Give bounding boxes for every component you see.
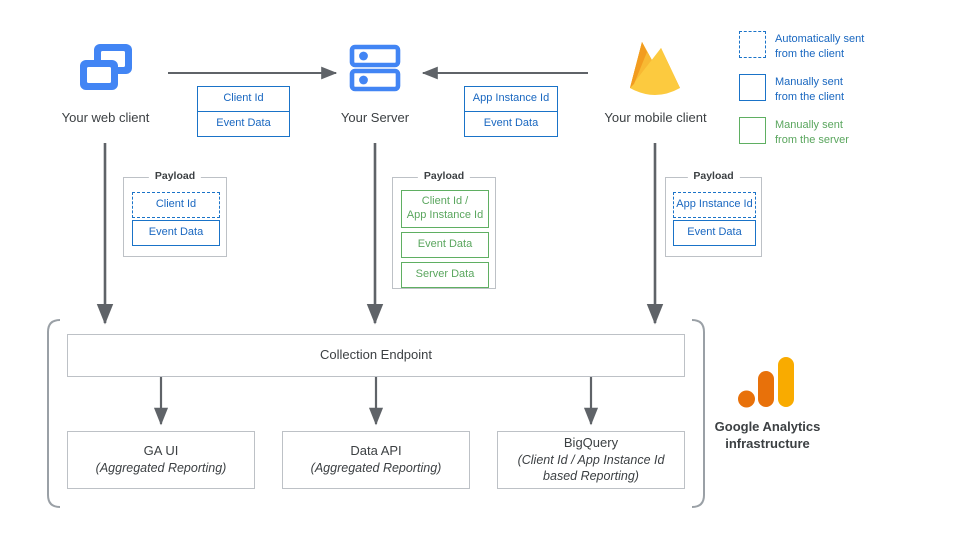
transport-item: Event Data	[464, 110, 558, 137]
legend-swatch-automatic-client	[739, 31, 766, 58]
legend-label-line: from the client	[775, 47, 845, 60]
legend-item: Manually sent from the client	[739, 74, 944, 104]
web-client-label: Your web client	[61, 110, 150, 125]
legend: Automatically sent from the client Manua…	[739, 31, 944, 147]
collection-endpoint-label: Collection Endpoint	[319, 347, 433, 363]
infrastructure-bracket-left	[47, 319, 61, 508]
legend-item: Manually sent from the server	[739, 117, 944, 147]
legend-item: Automatically sent from the client	[739, 31, 944, 61]
output-subtitle: (Aggregated Reporting)	[310, 461, 442, 476]
server-label: Your Server	[340, 110, 410, 125]
output-title: Data API	[350, 443, 402, 459]
payload-title: Payload	[417, 170, 471, 182]
transport-item: Event Data	[197, 110, 290, 137]
legend-swatch-manual-server	[739, 117, 766, 145]
payload-item: Event Data	[401, 232, 489, 258]
output-box-bigquery: BigQuery (Client Id / App Instance Id ba…	[497, 431, 685, 489]
legend-swatch-manual-client	[739, 74, 766, 102]
google-analytics-label: Google Analytics infrastructure	[700, 419, 835, 453]
payload-item: App Instance Id	[673, 192, 756, 218]
payload-title: Payload	[148, 170, 202, 182]
server-icon	[349, 44, 401, 92]
legend-label-line: from the client	[775, 90, 845, 103]
transport-mobile-to-server: App Instance Id Event Data	[464, 86, 558, 137]
windows-icon	[80, 44, 132, 90]
payload-item: Event Data	[132, 220, 220, 246]
legend-label: Manually sent from the server	[775, 117, 849, 147]
firebase-icon	[630, 42, 680, 95]
legend-label-line: Manually sent	[775, 119, 843, 132]
transport-item: Client Id	[197, 86, 290, 112]
output-box-ga-ui: GA UI (Aggregated Reporting)	[67, 431, 255, 489]
payload-item-line: Client Id /	[421, 195, 469, 208]
output-subtitle-line: (Client Id / App Instance Id	[517, 453, 665, 468]
google-analytics-icon	[738, 357, 794, 408]
mobile-client-label: Your mobile client	[604, 110, 707, 125]
payload-mobile: Payload App Instance Id Event Data	[665, 170, 762, 257]
output-subtitle: (Aggregated Reporting)	[95, 461, 227, 476]
transport-web-to-server: Client Id Event Data	[197, 86, 290, 137]
transport-item: App Instance Id	[464, 86, 558, 112]
legend-label-line: Automatically sent	[775, 33, 865, 45]
output-subtitle-line: based Reporting)	[543, 469, 639, 484]
legend-label: Manually sent from the client	[775, 74, 844, 104]
output-title: GA UI	[143, 443, 179, 459]
payload-item: Server Data	[401, 262, 489, 288]
payload-server: Payload Client Id / App Instance Id Even…	[392, 170, 496, 289]
legend-label-line: from the server	[775, 133, 849, 146]
collection-endpoint-box: Collection Endpoint	[67, 334, 685, 377]
ga-label-line: infrastructure	[725, 435, 810, 451]
payload-title: Payload	[687, 170, 740, 182]
payload-item: Event Data	[673, 220, 756, 246]
payload-item: Client Id / App Instance Id	[401, 190, 489, 228]
infrastructure-bracket-right	[691, 319, 705, 508]
output-title: BigQuery	[563, 435, 619, 451]
payload-item: Client Id	[132, 192, 220, 218]
payload-item-line: App Instance Id	[406, 209, 484, 221]
ga-label-line: Google Analytics	[714, 419, 821, 434]
legend-label: Automatically sent from the client	[775, 31, 864, 61]
payload-web: Payload Client Id Event Data	[123, 170, 227, 257]
output-box-data-api: Data API (Aggregated Reporting)	[282, 431, 470, 489]
legend-label-line: Manually sent	[775, 76, 843, 89]
